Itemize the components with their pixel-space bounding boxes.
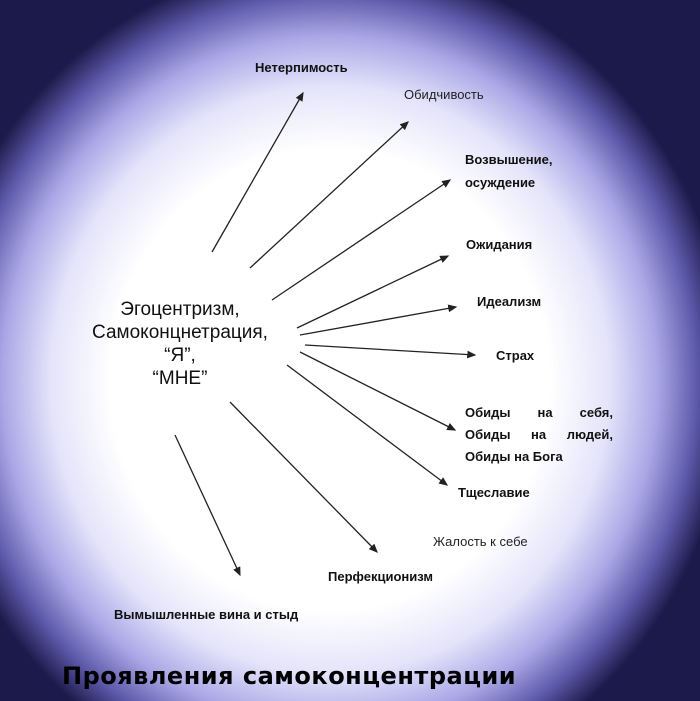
label-perfektsionizm: Перфекционизм (328, 569, 433, 584)
arrow (229, 401, 378, 553)
label-obidy: Обиды на себя, Обиды на людей, Обиды на … (465, 402, 613, 468)
arrow (304, 344, 477, 359)
label-vina: Вымышленные вина и стыд (114, 607, 299, 622)
arrow (271, 179, 452, 301)
label-tshcheslavie: Тщеславие (458, 485, 530, 500)
diagram-title: Проявления самоконцентрации (62, 662, 517, 690)
label-vozvyshenie: Возвышение, осуждение (465, 148, 552, 194)
label-line: Обиды на Бога (465, 449, 563, 464)
label-obidchivost: Обидчивость (404, 87, 484, 102)
label-zhalost: Жалость к себе (433, 534, 528, 549)
label-line: Обиды на людей, (465, 427, 613, 442)
arrow (299, 351, 457, 431)
label-strakh: Страх (496, 348, 535, 363)
arrow (211, 91, 304, 253)
arrow (286, 364, 449, 486)
arrow (174, 434, 241, 577)
label-ozhidaniya: Ожидания (466, 237, 533, 252)
center-line: Эгоцентризм, (120, 299, 240, 320)
center-line: “МНЕ” (152, 368, 208, 389)
center-line: Самоконцнетрация, (92, 322, 268, 343)
arrow (296, 255, 450, 329)
label-line: Возвышение, (465, 152, 553, 167)
label-idealizm: Идеализм (477, 294, 542, 309)
arrow (249, 121, 409, 269)
label-line: Обиды на себя, (465, 405, 613, 420)
center-concept: Эгоцентризм, Самоконцнетрация, “Я”, “МНЕ… (60, 298, 300, 390)
arrow (299, 304, 458, 336)
center-line: “Я”, (164, 345, 196, 366)
label-line: осуждение (465, 175, 536, 190)
label-neterpimost: Нетерпимость (255, 60, 348, 75)
